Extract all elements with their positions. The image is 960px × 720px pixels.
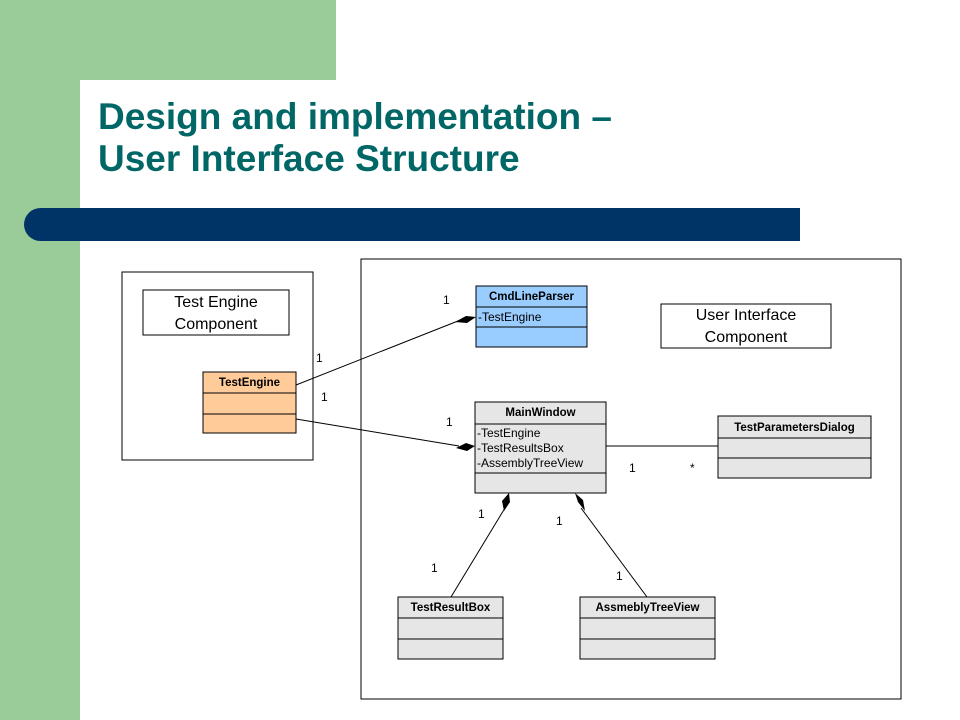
- class-test-parameters-dialog-name: TestParametersDialog: [734, 422, 855, 434]
- mult-te-cmd-end: 1: [316, 351, 323, 365]
- class-test-parameters-dialog: TestParametersDialog: [717, 415, 872, 479]
- ui-component-label: User Interface Component: [660, 303, 832, 349]
- te-component-line1: Test Engine: [174, 294, 258, 311]
- class-assembly-tree-view-name: AssmeblyTreeView: [596, 602, 700, 614]
- mult-dialog-end: *: [690, 461, 695, 475]
- assoc-te-mainwindow: [295, 418, 460, 447]
- main-window-attr-0: -TestEngine: [477, 426, 541, 440]
- assoc-mainwindow-resultbox: [450, 507, 506, 598]
- class-cmd-line-parser: CmdLineParser -TestEngine: [475, 285, 588, 348]
- class-test-result-box: TestResultBox: [397, 596, 504, 660]
- mult-te-mw-end: 1: [321, 390, 328, 404]
- composition-diamond-mainwindow-te: [456, 443, 475, 451]
- ui-component-line1: User Interface: [696, 307, 797, 324]
- test-engine-component-label: Test Engine Component: [142, 289, 290, 336]
- class-cmd-line-parser-name: CmdLineParser: [489, 291, 575, 303]
- mult-cmdlineparser-end: 1: [443, 293, 450, 307]
- slide-title: Design and implementation – User Interfa…: [98, 96, 858, 180]
- composition-diamond-cmdlineparser: [455, 316, 476, 323]
- main-window-attr-1: -TestResultsBox: [477, 441, 564, 455]
- assoc-te-cmdlineparser: [295, 318, 464, 386]
- composition-diamond-mainwindow-treeview: [575, 493, 585, 511]
- title-line-2: User Interface Structure: [98, 138, 520, 179]
- title-underline-band: [24, 208, 800, 241]
- mult-mainwindow-te-end: 1: [446, 415, 453, 429]
- green-top-block: [0, 0, 336, 80]
- assoc-mainwindow-treeview: [580, 507, 648, 598]
- class-test-result-box-name: TestResultBox: [411, 602, 491, 614]
- class-test-engine: TestEngine: [202, 371, 297, 434]
- te-component-line2: Component: [175, 316, 258, 333]
- class-assembly-tree-view: AssmeblyTreeView: [579, 596, 716, 660]
- green-sidebar: [0, 0, 80, 720]
- mult-resultbox-end: 1: [431, 561, 438, 575]
- cmd-line-parser-attr-0: -TestEngine: [478, 310, 542, 324]
- mult-mainwindow-resultbox-end: 1: [478, 507, 485, 521]
- ui-component-line2: Component: [705, 329, 788, 346]
- mult-mainwindow-treeview-end: 1: [556, 514, 563, 528]
- composition-diamond-mainwindow-resultbox: [502, 493, 510, 511]
- rounded-corner: [80, 80, 160, 160]
- mult-treeview-end: 1: [616, 569, 623, 583]
- class-main-window-name: MainWindow: [505, 407, 575, 419]
- mult-mainwindow-dialog-end: 1: [629, 461, 636, 475]
- main-window-attr-2: -AssemblyTreeView: [477, 456, 583, 470]
- class-test-engine-name: TestEngine: [219, 377, 280, 389]
- class-main-window: MainWindow -TestEngine -TestResultsBox -…: [474, 401, 607, 494]
- title-line-1: Design and implementation –: [98, 96, 612, 137]
